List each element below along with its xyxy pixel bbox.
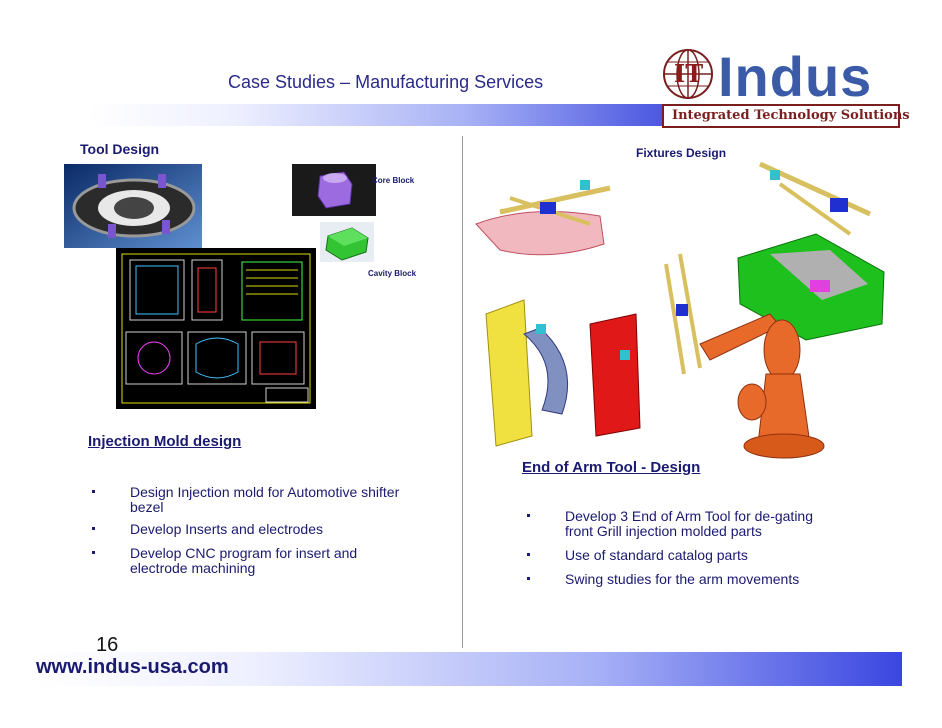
website-url: www.indus-usa.com xyxy=(36,656,229,678)
list-item: Develop 3 End of Arm Tool for de-gating … xyxy=(527,509,835,539)
logo-tagline: Integrated Technology Solutions xyxy=(662,104,910,128)
column-divider xyxy=(462,136,463,648)
list-item: Design Injection mold for Automotive shi… xyxy=(92,485,430,515)
list-item: Develop Inserts and electrodes xyxy=(92,522,430,537)
bullet-icon xyxy=(527,553,530,556)
fixtures-render-image xyxy=(475,161,885,459)
fixtures-design-label: Fixtures Design xyxy=(636,146,727,160)
indus-logo: IT Indus Integrated Technology Solutions xyxy=(662,44,910,134)
list-item: Develop CNC program for insert and elect… xyxy=(92,546,390,576)
core-block-image xyxy=(292,164,376,216)
cavity-block-label: Cavity Block xyxy=(368,269,417,278)
svg-text:IT: IT xyxy=(674,59,703,88)
bullet-icon xyxy=(92,490,95,493)
mold-drawing-image xyxy=(116,248,316,409)
list-item: Swing studies for the arm movements xyxy=(527,572,835,587)
end-of-arm-tool-heading: End of Arm Tool - Design xyxy=(522,459,701,476)
core-block-label: Core Block xyxy=(372,176,415,185)
list-item: Use of standard catalog parts xyxy=(527,548,835,563)
bullet-icon xyxy=(92,551,95,554)
tool-render-image xyxy=(64,164,202,248)
bullet-icon xyxy=(527,514,530,517)
logo-wordmark: Indus xyxy=(718,45,873,108)
globe-logo-icon: IT xyxy=(663,49,713,99)
slide-title: Case Studies – Manufacturing Services xyxy=(228,72,544,92)
injection-mold-heading: Injection Mold design xyxy=(88,433,242,450)
bullet-icon xyxy=(92,527,95,530)
header-gradient-bar xyxy=(88,104,666,126)
bullet-icon xyxy=(527,577,530,580)
tool-design-label: Tool Design xyxy=(80,141,160,157)
cavity-block-image xyxy=(320,222,374,262)
footer-gradient-bar xyxy=(36,652,902,686)
page-number: 16 xyxy=(96,634,119,656)
